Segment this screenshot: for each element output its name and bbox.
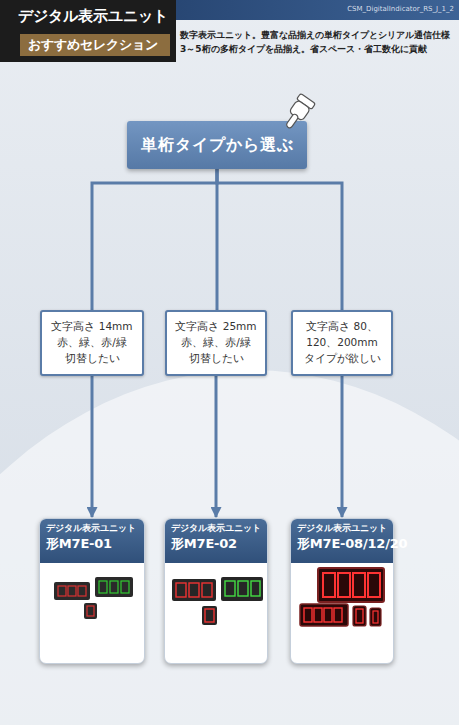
box-text: 文字高さ 80、120、200mm タイプが欲しい — [294, 319, 390, 366]
card-header: デジタル表示ユニット形M7E-01 — [40, 519, 144, 563]
description: 数字表示ユニット。豊富な品揃えの単桁タイプとシリアル通信仕様 3～5桁の多桁タイ… — [180, 29, 454, 56]
tree-line — [92, 169, 217, 310]
condition-box: 文字高さ 80、120、200mm タイプが欲しい — [291, 310, 393, 376]
document-code: CSM_DigitalIndicator_RS_J_1_2 — [300, 5, 454, 14]
hand-icon — [281, 93, 316, 132]
product-category: デジタル表示ユニット — [171, 523, 261, 534]
product-image — [172, 577, 263, 625]
product-card: デジタル表示ユニット形M7E-08/12/20 — [290, 518, 394, 664]
model-name: 形M7E-02 — [171, 534, 261, 554]
condition-box: 文字高さ 25mm 赤、緑、赤/緑 切替したい — [165, 310, 267, 376]
condition-box: 文字高さ 14mm 赤、緑、赤/緑 切替したい — [40, 310, 144, 376]
header-block — [0, 0, 176, 62]
product-image — [54, 577, 133, 619]
flow-arrow — [215, 376, 218, 517]
product-card: デジタル表示ユニット形M7E-02 — [164, 518, 268, 664]
page-title: デジタル表示ユニット — [18, 7, 168, 26]
flow-arrow — [91, 376, 94, 517]
start-box: 単桁タイプから選ぶ — [127, 121, 307, 169]
subtitle-band — [20, 34, 170, 56]
tree-line — [216, 169, 219, 310]
background-arc — [0, 370, 459, 725]
subtitle: おすすめセレクション — [28, 37, 168, 53]
tree-line — [217, 169, 342, 310]
model-name: 形M7E-01 — [46, 534, 138, 554]
flow-arrow — [341, 376, 344, 517]
card-header: デジタル表示ユニット形M7E-02 — [165, 519, 267, 563]
box-text: 単桁タイプから選ぶ — [141, 135, 294, 156]
product-category: デジタル表示ユニット — [297, 523, 387, 534]
product-category: デジタル表示ユニット — [46, 523, 138, 534]
model-name: 形M7E-08/12/20 — [297, 534, 387, 554]
box-text: 文字高さ 25mm 赤、緑、赤/緑 切替したい — [168, 319, 264, 366]
product-card: デジタル表示ユニット形M7E-01 — [39, 518, 145, 664]
card-header: デジタル表示ユニット形M7E-08/12/20 — [291, 519, 393, 563]
box-text: 文字高さ 14mm 赤、緑、赤/緑 切替したい — [44, 319, 140, 366]
product-image — [300, 568, 384, 626]
